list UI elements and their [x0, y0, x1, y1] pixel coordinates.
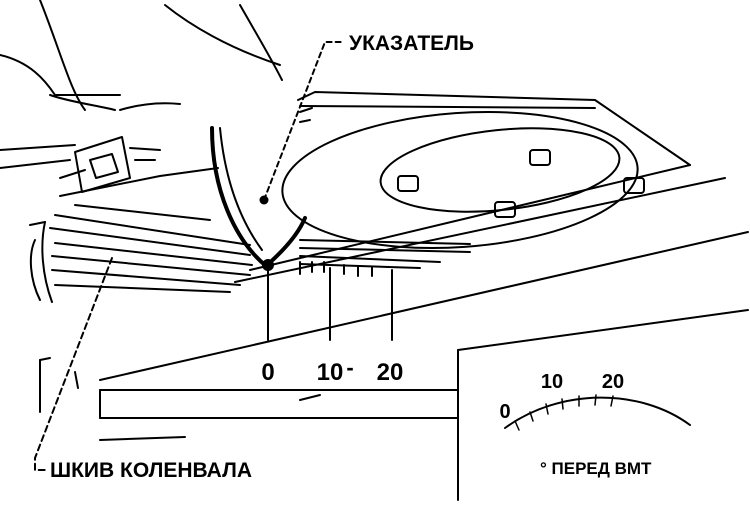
crankshaft-pulley: [29, 204, 471, 303]
bracket: [59, 136, 219, 197]
cover-boss: [281, 111, 645, 249]
timing-pointer: [210, 126, 307, 271]
pointer-leader: [263, 41, 345, 201]
scale-mark-20: 20: [377, 359, 404, 386]
pulley-leader: [34, 257, 113, 471]
engine-parts-background: [0, 0, 283, 169]
bolt-icon: [494, 201, 516, 218]
pulley-label: ШКИВ КОЛЕНВАЛА: [50, 459, 252, 482]
scale-mark-0: 0: [261, 359, 274, 386]
inset-mark-10: 10: [541, 371, 563, 393]
timing-scale: [267, 261, 393, 341]
inset-scale: [504, 394, 691, 431]
bolt-icon: [623, 177, 645, 194]
scale-dash: -: [346, 355, 353, 380]
pointer-label: УКАЗАТЕЛЬ: [349, 32, 474, 55]
scale-mark-10: 10: [317, 359, 344, 386]
inset-mark-0: 0: [499, 401, 510, 423]
engine-block-lower: [39, 357, 459, 441]
inset-frame: [457, 309, 749, 501]
bolt-icon: [397, 175, 419, 192]
before-tdc-label: ° ПЕРЕД ВМТ: [540, 459, 652, 478]
inset-mark-20: 20: [602, 371, 624, 393]
bolt-icon: [529, 149, 551, 166]
